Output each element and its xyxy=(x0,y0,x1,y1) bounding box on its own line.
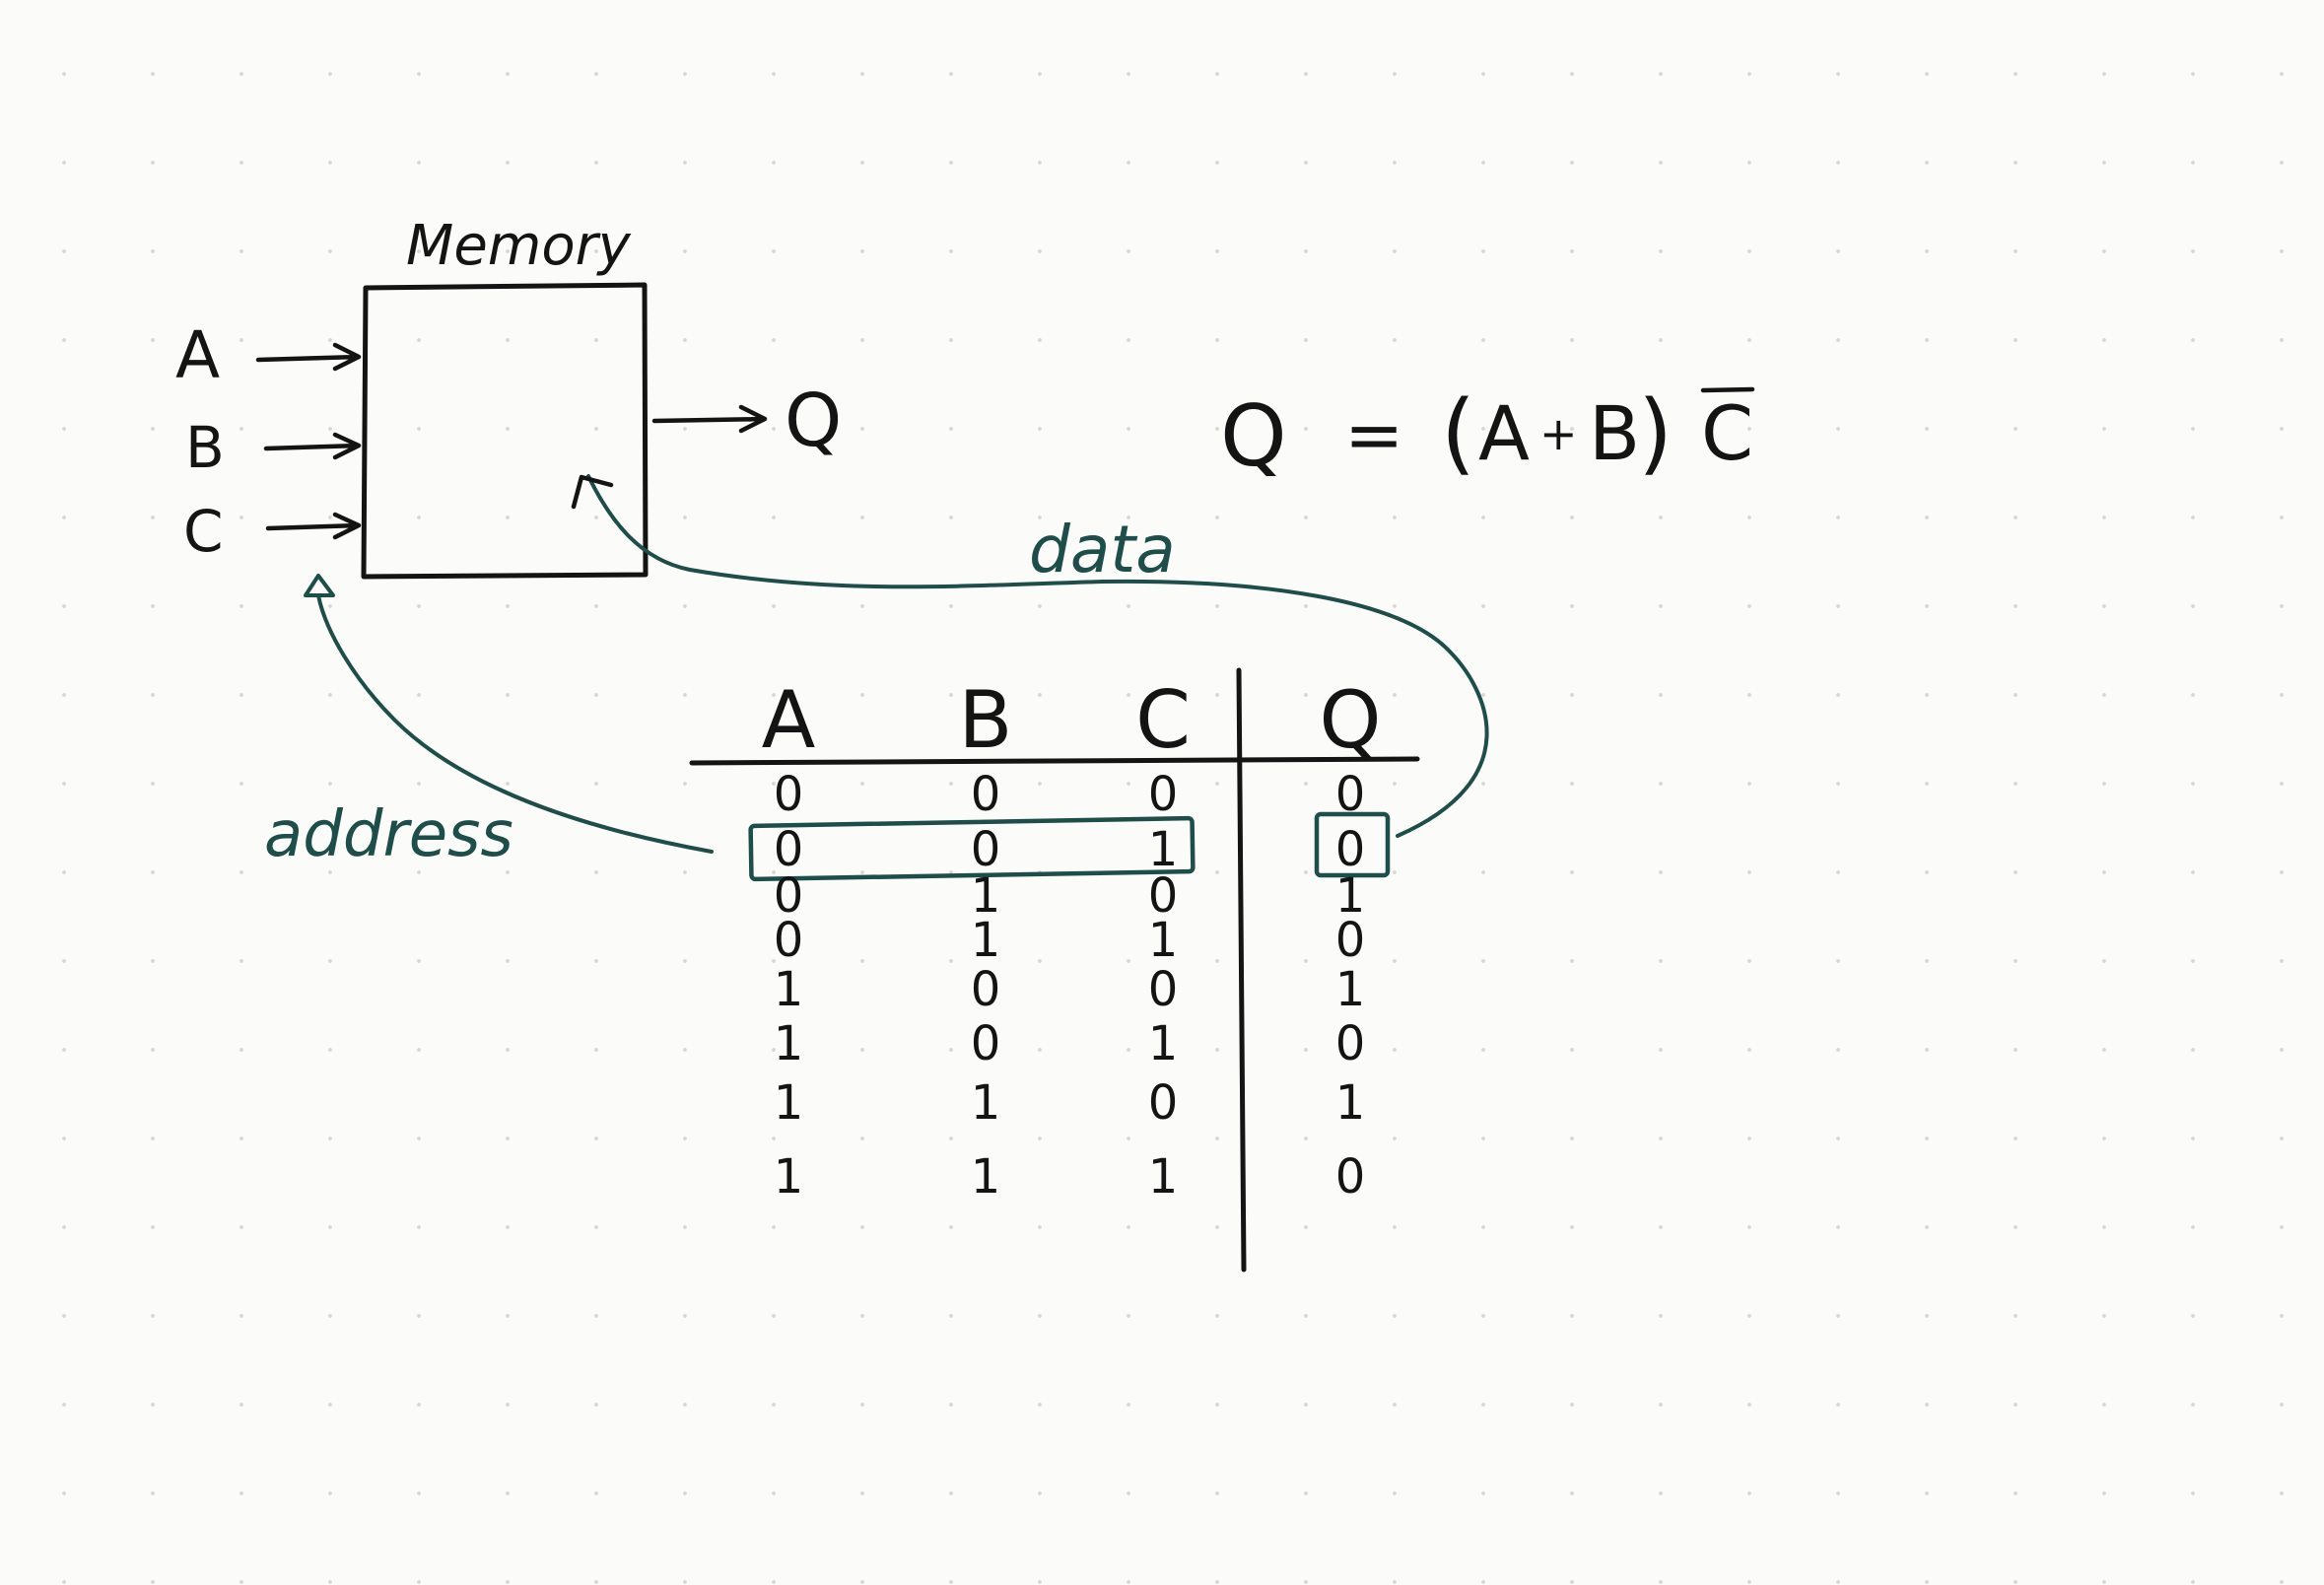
table-row: 1 1 1 0 xyxy=(774,1149,1366,1205)
negation-bar xyxy=(1700,386,1755,393)
cell-c: 0 xyxy=(1148,1075,1179,1131)
data-arrowhead xyxy=(571,474,614,510)
table-header-q: Q xyxy=(1320,674,1382,766)
cell-a: 0 xyxy=(774,767,804,822)
table-header-b: B xyxy=(959,674,1013,766)
cell-c: 1 xyxy=(1148,1016,1179,1071)
input-arrow-a xyxy=(255,342,362,372)
cell-c: 1 xyxy=(1148,913,1179,968)
input-label-b: B xyxy=(185,414,225,481)
data-flow-arrow xyxy=(586,474,1489,838)
boolean-equation: Q = ( A + B ) C xyxy=(1220,381,1755,486)
memory-title: Memory xyxy=(406,214,632,278)
cell-q: 0 xyxy=(1335,1149,1366,1205)
table-column-divider xyxy=(1236,667,1247,1273)
equation-c: C xyxy=(1701,389,1753,477)
memory-box xyxy=(361,282,649,580)
cell-a: 0 xyxy=(774,822,804,877)
input-label-c: C xyxy=(183,498,224,565)
table-row: 0 1 0 1 xyxy=(774,868,1366,924)
table-row: 1 0 1 0 xyxy=(774,1016,1366,1071)
table-row: 0 0 1 0 xyxy=(774,822,1366,877)
equation-open-paren: ( xyxy=(1441,381,1475,485)
cell-q: 0 xyxy=(1335,1016,1366,1071)
cell-c: 0 xyxy=(1148,962,1179,1017)
input-label-a: A xyxy=(175,317,220,393)
output-arrow xyxy=(651,404,768,434)
cell-q: 1 xyxy=(1335,962,1366,1017)
equation-a: A xyxy=(1478,389,1530,477)
cell-b: 1 xyxy=(971,913,1001,968)
table-header-rule xyxy=(689,756,1420,766)
table-header-c: C xyxy=(1135,674,1191,766)
cell-q: 0 xyxy=(1335,767,1366,822)
cell-c: 1 xyxy=(1148,1149,1179,1205)
cell-b: 0 xyxy=(971,1016,1001,1071)
cell-b: 1 xyxy=(971,1075,1001,1131)
table-row: 0 1 1 0 xyxy=(774,913,1366,968)
cell-a: 0 xyxy=(774,913,804,968)
cell-a: 1 xyxy=(774,1016,804,1071)
equation-b: B xyxy=(1589,389,1640,477)
address-arrowhead xyxy=(304,574,335,597)
cell-q: 1 xyxy=(1335,868,1366,924)
cell-b: 0 xyxy=(971,767,1001,822)
data-cell-highlight xyxy=(1314,811,1391,878)
cell-b: 1 xyxy=(971,1149,1001,1205)
equation-lhs: Q xyxy=(1220,387,1287,486)
cell-c: 0 xyxy=(1148,868,1179,924)
cell-q: 0 xyxy=(1335,822,1366,877)
cell-a: 1 xyxy=(774,962,804,1017)
cell-a: 1 xyxy=(774,1075,804,1131)
equation-equals: = xyxy=(1344,393,1403,476)
equation-close-paren: ) xyxy=(1638,381,1673,485)
cell-a: 1 xyxy=(774,1149,804,1205)
cell-q: 1 xyxy=(1335,1075,1366,1131)
table-row: 1 0 0 1 xyxy=(774,962,1366,1017)
address-label: address xyxy=(264,798,513,871)
table-row: 1 1 0 1 xyxy=(774,1075,1366,1131)
data-label: data xyxy=(1029,512,1176,587)
cell-b: 0 xyxy=(971,822,1001,877)
cell-c: 1 xyxy=(1148,822,1179,877)
output-label-q: Q xyxy=(785,379,842,463)
cell-q: 0 xyxy=(1335,913,1366,968)
address-row-highlight xyxy=(748,815,1196,882)
input-arrow-c xyxy=(265,512,362,540)
input-arrow-b xyxy=(263,432,362,460)
cell-a: 0 xyxy=(774,868,804,924)
cell-b: 1 xyxy=(971,868,1001,924)
cell-c: 0 xyxy=(1148,767,1179,822)
table-header-a: A xyxy=(762,674,816,766)
equation-plus: + xyxy=(1539,407,1578,460)
table-row: 0 0 0 0 xyxy=(774,767,1366,822)
cell-b: 0 xyxy=(971,962,1001,1017)
address-flow-arrow xyxy=(316,593,714,854)
